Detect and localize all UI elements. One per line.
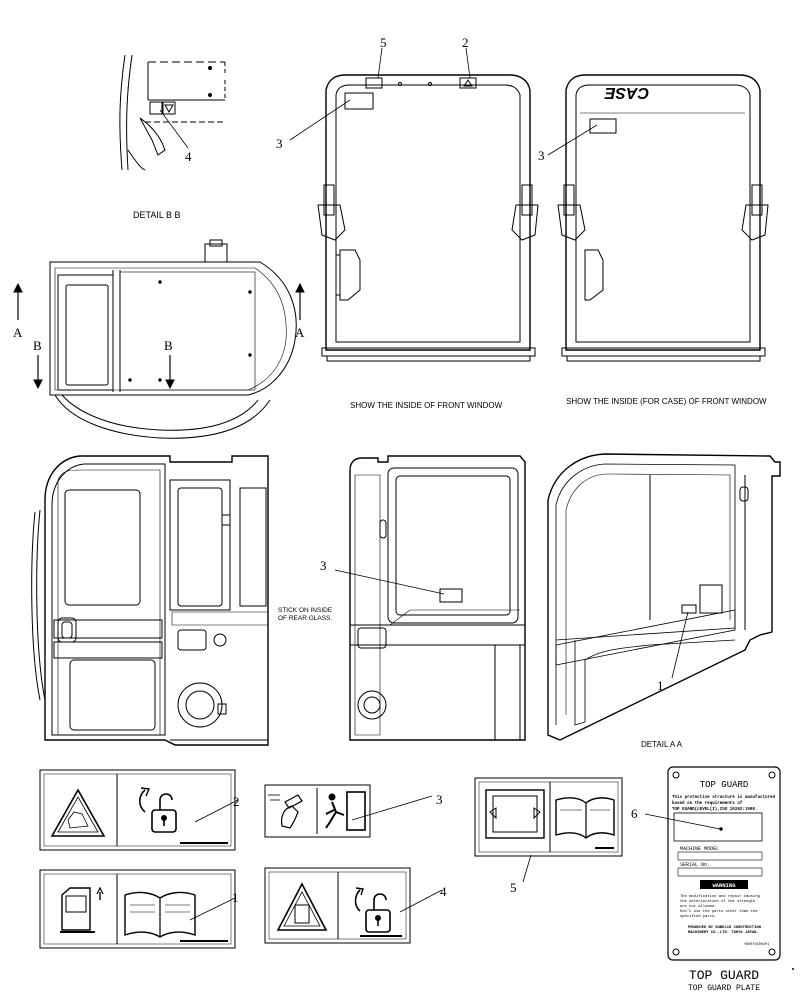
caption-rear-glass-line2: OF REAR GLASS. — [278, 615, 332, 622]
caption-rear-glass-line1: STICK ON INSIDE — [278, 607, 333, 614]
callout-decal-2: 2 — [233, 794, 240, 809]
detail-aa-view — [547, 453, 781, 741]
callout-decal-1: 1 — [232, 890, 239, 905]
caption-detail-aa: DETAIL A A — [641, 740, 683, 749]
caption-front-window: SHOW THE INSIDE OF FRONT WINDOW — [350, 401, 503, 410]
cab-side-view — [31, 455, 269, 746]
top-guard-body-line-3: TOP GUARD(LEVEL(I),ISO 10262:1998. — [672, 807, 757, 812]
top-guard-body-line-1: This protective structure is manufacture… — [672, 795, 776, 800]
callout-decal-6: 6 — [631, 806, 638, 821]
top-guard-caption-title: TOP GUARD — [689, 968, 759, 983]
top-guard-caption-subtitle: TOP GUARD PLATE — [688, 984, 760, 993]
callout-decal-4: 4 — [440, 884, 447, 899]
top-guard-body-line-2: based on the requirements of — [672, 801, 743, 806]
front-window-frame — [289, 47, 539, 362]
top-guard-warning-line-2: the deterioration of the strength — [680, 899, 755, 904]
decal-3 — [264, 784, 433, 838]
case-logo: CASE — [603, 84, 649, 101]
front-window-case-frame — [547, 74, 769, 362]
section-mark-a-right: A — [295, 325, 305, 340]
section-mark-b-left: B — [33, 338, 42, 353]
top-guard-warning-line-1: The modification and repair causing — [680, 894, 760, 899]
top-guard-warning-line-3: are not allowed. — [680, 904, 716, 909]
callout-case-3: 3 — [538, 148, 545, 163]
callout-fw-2: 2 — [462, 35, 469, 50]
top-guard-warning-line-5: specified parts. — [680, 914, 716, 919]
section-mark-a-left: A — [13, 325, 23, 340]
callout-fw-5: 5 — [380, 35, 387, 50]
decal-5 — [474, 777, 623, 883]
callout-detail-4: 4 — [185, 149, 192, 164]
decal-1 — [39, 869, 236, 949]
top-guard-machine-model-label: MACHINE MODEL — [680, 846, 719, 852]
decal-2 — [39, 769, 239, 851]
callout-decal-3: 3 — [436, 792, 443, 807]
top-guard-part-code: YN00T01004P1 — [744, 943, 769, 947]
top-guard-plate — [644, 766, 781, 961]
callout-rear-3: 3 — [320, 558, 327, 573]
top-guard-header: TOP GUARD — [700, 780, 749, 790]
top-guard-warning-label: WARNING — [712, 882, 736, 889]
top-guard-warning-line-4: Don't use the parts other than the — [680, 909, 758, 914]
callout-fw-3: 3 — [276, 136, 283, 151]
caption-front-window-case: SHOW THE INSIDE (FOR CASE) OF FRONT WIND… — [566, 397, 767, 406]
callout-decal-5: 5 — [510, 880, 517, 895]
cab-rear-view — [334, 455, 526, 741]
callout-detail-aa-1: 1 — [657, 678, 664, 693]
stray-dot — [792, 968, 794, 970]
top-guard-producer-line-1: PRODUCED BY KOBELCO CONSTRUCTION — [688, 926, 762, 930]
cab-plan-view — [13, 239, 305, 439]
top-guard-producer-line-2: MACHINERY CO.,LTD. TOKYO JAPAN. — [688, 931, 759, 935]
top-guard-serial-label: SERIAL No. — [680, 862, 710, 868]
detail-bb-view: 4 — [119, 54, 226, 171]
caption-detail-bb: DETAIL B B — [133, 210, 181, 220]
section-mark-b-center: B — [164, 338, 173, 353]
decal-4 — [264, 867, 443, 944]
